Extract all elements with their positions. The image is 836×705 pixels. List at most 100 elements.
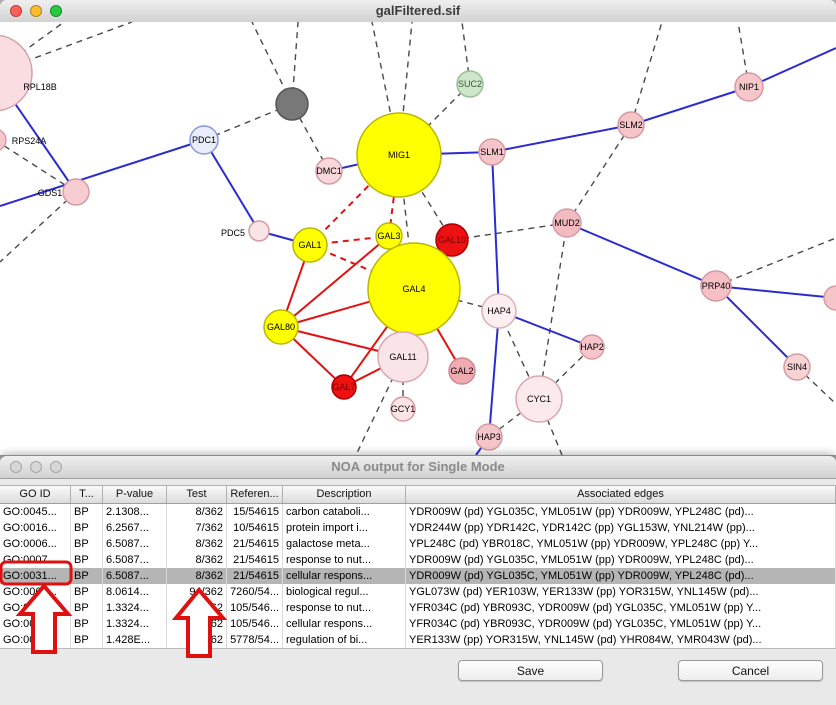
table-cell: regulation of bi... <box>283 632 406 648</box>
network-node-GAL4[interactable]: GAL4 <box>367 242 461 336</box>
network-node-HAP4[interactable]: HAP4 <box>481 293 517 329</box>
network-node-unlabeled[interactable] <box>823 285 836 311</box>
save-button[interactable]: Save <box>458 660 603 681</box>
network-node-GAL2[interactable]: GAL2 <box>448 357 476 385</box>
network-node-GAL10[interactable]: GAL10 <box>435 223 469 257</box>
table-cell: YER133W (pp) YOR315W, YNL145W (pd) YHR08… <box>406 632 836 648</box>
table-cell: 21/54615 <box>227 552 283 568</box>
zoom-button[interactable] <box>50 5 62 17</box>
network-node-RPS24A[interactable]: RPS24A <box>0 129 46 151</box>
noa-window-titlebar[interactable]: NOA output for Single Mode <box>0 456 836 479</box>
network-node-unlabeled[interactable] <box>275 87 309 121</box>
zoom-button[interactable] <box>50 461 62 473</box>
node-label: GAL2 <box>450 366 473 376</box>
network-node-PRP40[interactable]: PRP40 <box>700 270 732 302</box>
network-node-GAL7[interactable]: GAL7 <box>331 374 357 400</box>
node-label: PDC5 <box>221 228 245 238</box>
network-edge[interactable] <box>280 235 390 328</box>
network-window-titlebar[interactable]: galFiltered.sif <box>0 0 836 23</box>
network-edge[interactable] <box>488 310 500 438</box>
column-header-associated-edges[interactable]: Associated edges <box>406 486 836 503</box>
minimize-button[interactable] <box>30 5 42 17</box>
network-edge[interactable] <box>566 124 632 224</box>
network-node-DMC1[interactable]: DMC1 <box>315 157 343 185</box>
network-edge[interactable] <box>0 140 77 193</box>
network-edge[interactable] <box>491 124 632 153</box>
column-header-description[interactable]: Description <box>283 486 406 503</box>
network-node-HAP2[interactable]: HAP2 <box>579 334 605 360</box>
network-node-GCY1[interactable]: GCY1 <box>390 396 416 422</box>
table-cell: 2.1308... <box>103 504 167 520</box>
network-edge[interactable] <box>538 222 568 400</box>
table-cell: GO:0006... <box>0 536 71 552</box>
network-edge[interactable] <box>715 285 798 368</box>
node-label: HAP3 <box>477 432 501 442</box>
network-node-MIG1[interactable]: MIG1 <box>356 112 442 198</box>
column-header-t-[interactable]: T... <box>71 486 103 503</box>
column-header-p-value[interactable]: P-value <box>103 486 167 503</box>
network-edge[interactable] <box>630 86 750 126</box>
network-node-NIP1[interactable]: NIP1 <box>734 72 764 102</box>
network-node-GAL3[interactable]: GAL3 <box>375 222 403 250</box>
table-cell: GO:0045... <box>0 504 71 520</box>
table-cell: BP <box>71 552 103 568</box>
column-header-test[interactable]: Test <box>167 486 227 503</box>
minimize-button[interactable] <box>30 461 42 473</box>
network-edge[interactable] <box>715 237 836 287</box>
network-node-GAL1[interactable]: GAL1 <box>292 227 328 263</box>
network-node-SLM2[interactable]: SLM2 <box>617 111 645 139</box>
network-node-RPL18B[interactable]: RPL18B <box>0 34 57 112</box>
network-node-MUD2[interactable]: MUD2 <box>552 208 582 238</box>
column-header-referen-[interactable]: Referen... <box>227 486 283 503</box>
network-node-SIN4[interactable]: SIN4 <box>783 353 811 381</box>
network-node-HAP3[interactable]: HAP3 <box>475 423 503 451</box>
network-node-CYC1[interactable]: CYC1 <box>515 375 563 423</box>
table-cell: GO:0031... <box>0 616 71 632</box>
table-cell: response to nut... <box>283 552 406 568</box>
network-edge[interactable] <box>715 285 836 299</box>
network-node-SUC2[interactable]: SUC2 <box>456 70 484 98</box>
table-cell: 5778/54... <box>227 632 283 648</box>
network-node-PDC5[interactable]: PDC5 <box>221 220 270 242</box>
network-edge[interactable] <box>0 139 205 207</box>
network-edge[interactable] <box>203 139 260 232</box>
node-label: GAL3 <box>377 231 400 241</box>
cancel-button[interactable]: Cancel <box>678 660 823 681</box>
table-cell: BP <box>71 632 103 648</box>
network-edge[interactable] <box>355 356 404 455</box>
table-cell: YFR034C (pd) YBR093C, YDR009W (pd) YGL03… <box>406 600 836 616</box>
network-node-GAL11[interactable]: GAL11 <box>377 331 429 383</box>
table-cell: 105/546... <box>227 600 283 616</box>
network-node-PDC1[interactable]: PDC1 <box>189 125 219 155</box>
network-edge[interactable] <box>630 22 663 126</box>
network-edge[interactable] <box>309 244 415 290</box>
table-cell: YFR034C (pd) YBR093C, YDR009W (pd) YGL03… <box>406 616 836 632</box>
node-label: SLM2 <box>619 120 643 130</box>
network-node-GDS1[interactable]: GDS1 <box>38 178 90 206</box>
network-node-SLM1[interactable]: SLM1 <box>478 138 506 166</box>
network-edge[interactable] <box>748 47 836 88</box>
network-edge[interactable] <box>796 366 836 405</box>
column-header-go-id[interactable]: GO ID <box>0 486 71 503</box>
network-edge[interactable] <box>491 151 500 312</box>
table-cell: 11/362 <box>167 616 227 632</box>
close-button[interactable] <box>10 5 22 17</box>
network-node-GAL80[interactable]: GAL80 <box>263 309 299 345</box>
table-cell: 15/54615 <box>227 504 283 520</box>
close-button[interactable] <box>10 461 22 473</box>
table-cell: 94/362 <box>167 584 227 600</box>
network-edge[interactable] <box>566 222 717 287</box>
network-edge[interactable] <box>398 83 471 156</box>
network-edge[interactable] <box>451 222 568 241</box>
